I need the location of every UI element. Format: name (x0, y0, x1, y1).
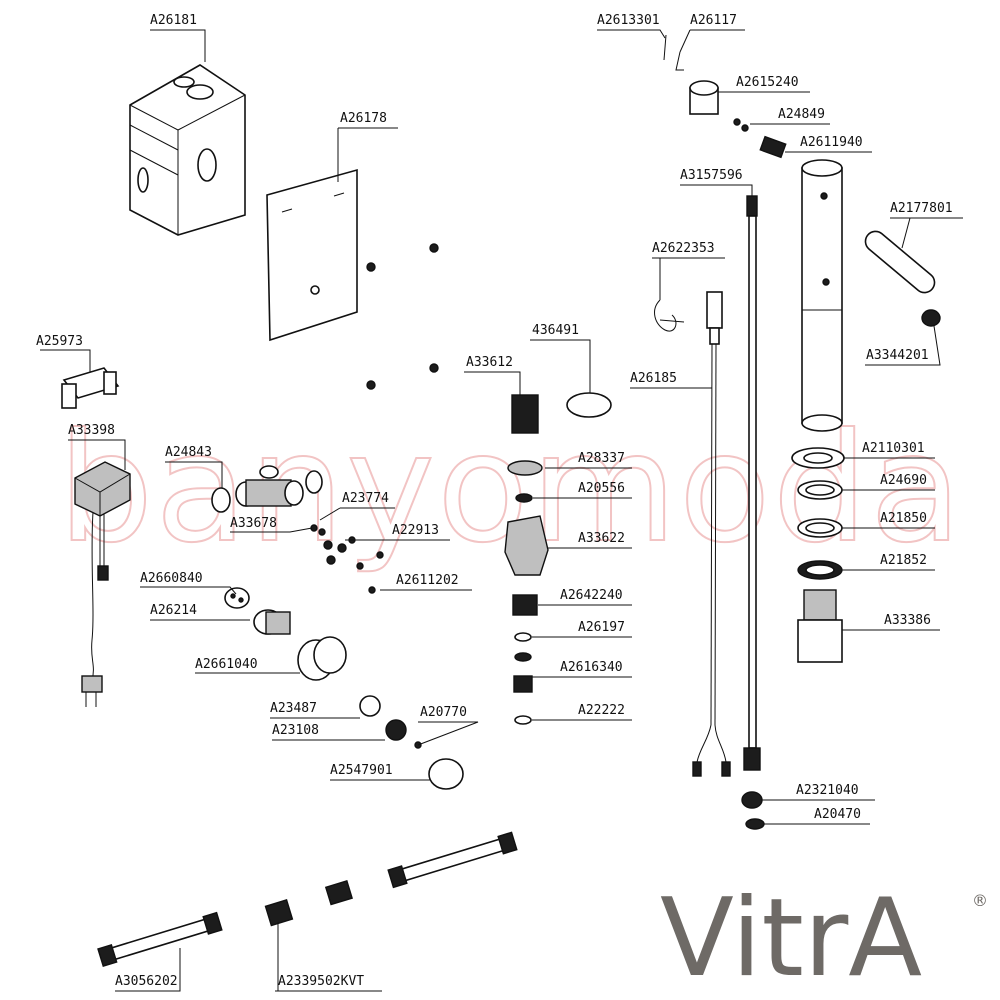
label-A2177801: A2177801 (890, 201, 953, 216)
label-A33612: A33612 (466, 355, 513, 370)
vitra-logo: VitrA (660, 876, 922, 1000)
label-A23774: A23774 (342, 491, 389, 506)
label-A33386: A33386 (884, 613, 931, 628)
plate-screws-drawing (366, 243, 439, 390)
fittings-cluster-drawing (310, 524, 384, 594)
label-A26181: A26181 (150, 13, 197, 28)
label-A26178: A26178 (340, 111, 387, 126)
label-A2616340: A2616340 (560, 660, 623, 675)
spring-clip-drawing (654, 299, 685, 332)
bracket-drawing (61, 367, 120, 409)
label-A2660840: A2660840 (140, 571, 203, 586)
label-A28337: A28337 (578, 451, 625, 466)
registered-mark: ® (972, 891, 988, 910)
label-A2622353: A2622353 (652, 241, 715, 256)
cover-plate-drawing (266, 168, 358, 342)
top-fittings-drawing (663, 34, 787, 159)
part-labels: A26181 A26178 A25973 A33398 A24843 A3367… (36, 13, 953, 989)
label-A26214: A26214 (150, 603, 197, 618)
hoses-drawing (97, 831, 518, 968)
label-A33398: A33398 (68, 423, 115, 438)
leader-lines (40, 29, 963, 992)
label-A3157596: A3157596 (680, 168, 743, 183)
label-A20470: A20470 (814, 807, 861, 822)
label-A24690: A24690 (880, 473, 927, 488)
label-436491: 436491 (532, 323, 579, 338)
label-A20770: A20770 (420, 705, 467, 720)
label-A26117: A26117 (690, 13, 737, 28)
label-A23487: A23487 (270, 701, 317, 716)
spout-column-drawing (801, 159, 843, 432)
label-A2642240: A2642240 (560, 588, 623, 603)
label-A2547901: A2547901 (330, 763, 393, 778)
solenoid-parts-drawing (224, 587, 464, 790)
label-A22222: A22222 (578, 703, 625, 718)
label-A23108: A23108 (272, 723, 319, 738)
label-A33622: A33622 (578, 531, 625, 546)
label-A2611202: A2611202 (396, 573, 459, 588)
label-A20556: A20556 (578, 481, 625, 496)
power-adapter-drawing (74, 461, 131, 707)
base-rings-drawing (791, 447, 845, 663)
label-A2321040: A2321040 (796, 783, 859, 798)
label-A26185: A26185 (630, 371, 677, 386)
label-A22913: A22913 (392, 523, 439, 538)
mounting-box-drawing (129, 64, 246, 236)
label-A2110301: A2110301 (862, 441, 925, 456)
label-A26197: A26197 (578, 620, 625, 635)
label-A2611940: A2611940 (800, 135, 863, 150)
aerator-rod-drawing (864, 230, 941, 327)
label-A2339502KVT: A2339502KVT (278, 974, 364, 989)
label-A33678: A33678 (230, 516, 277, 531)
label-A24849: A24849 (778, 107, 825, 122)
label-A2613301: A2613301 (597, 13, 660, 28)
sensor-cable-drawing (692, 291, 731, 777)
label-A25973: A25973 (36, 334, 83, 349)
centre-valve-stack-drawing (504, 392, 612, 725)
label-A21852: A21852 (880, 553, 927, 568)
label-A21850: A21850 (880, 511, 927, 526)
valve-body-drawing (211, 465, 323, 513)
label-A24843: A24843 (165, 445, 212, 460)
label-A2615240: A2615240 (736, 75, 799, 90)
label-A3344201: A3344201 (866, 348, 929, 363)
label-A2661040: A2661040 (195, 657, 258, 672)
label-A3056202: A3056202 (115, 974, 178, 989)
